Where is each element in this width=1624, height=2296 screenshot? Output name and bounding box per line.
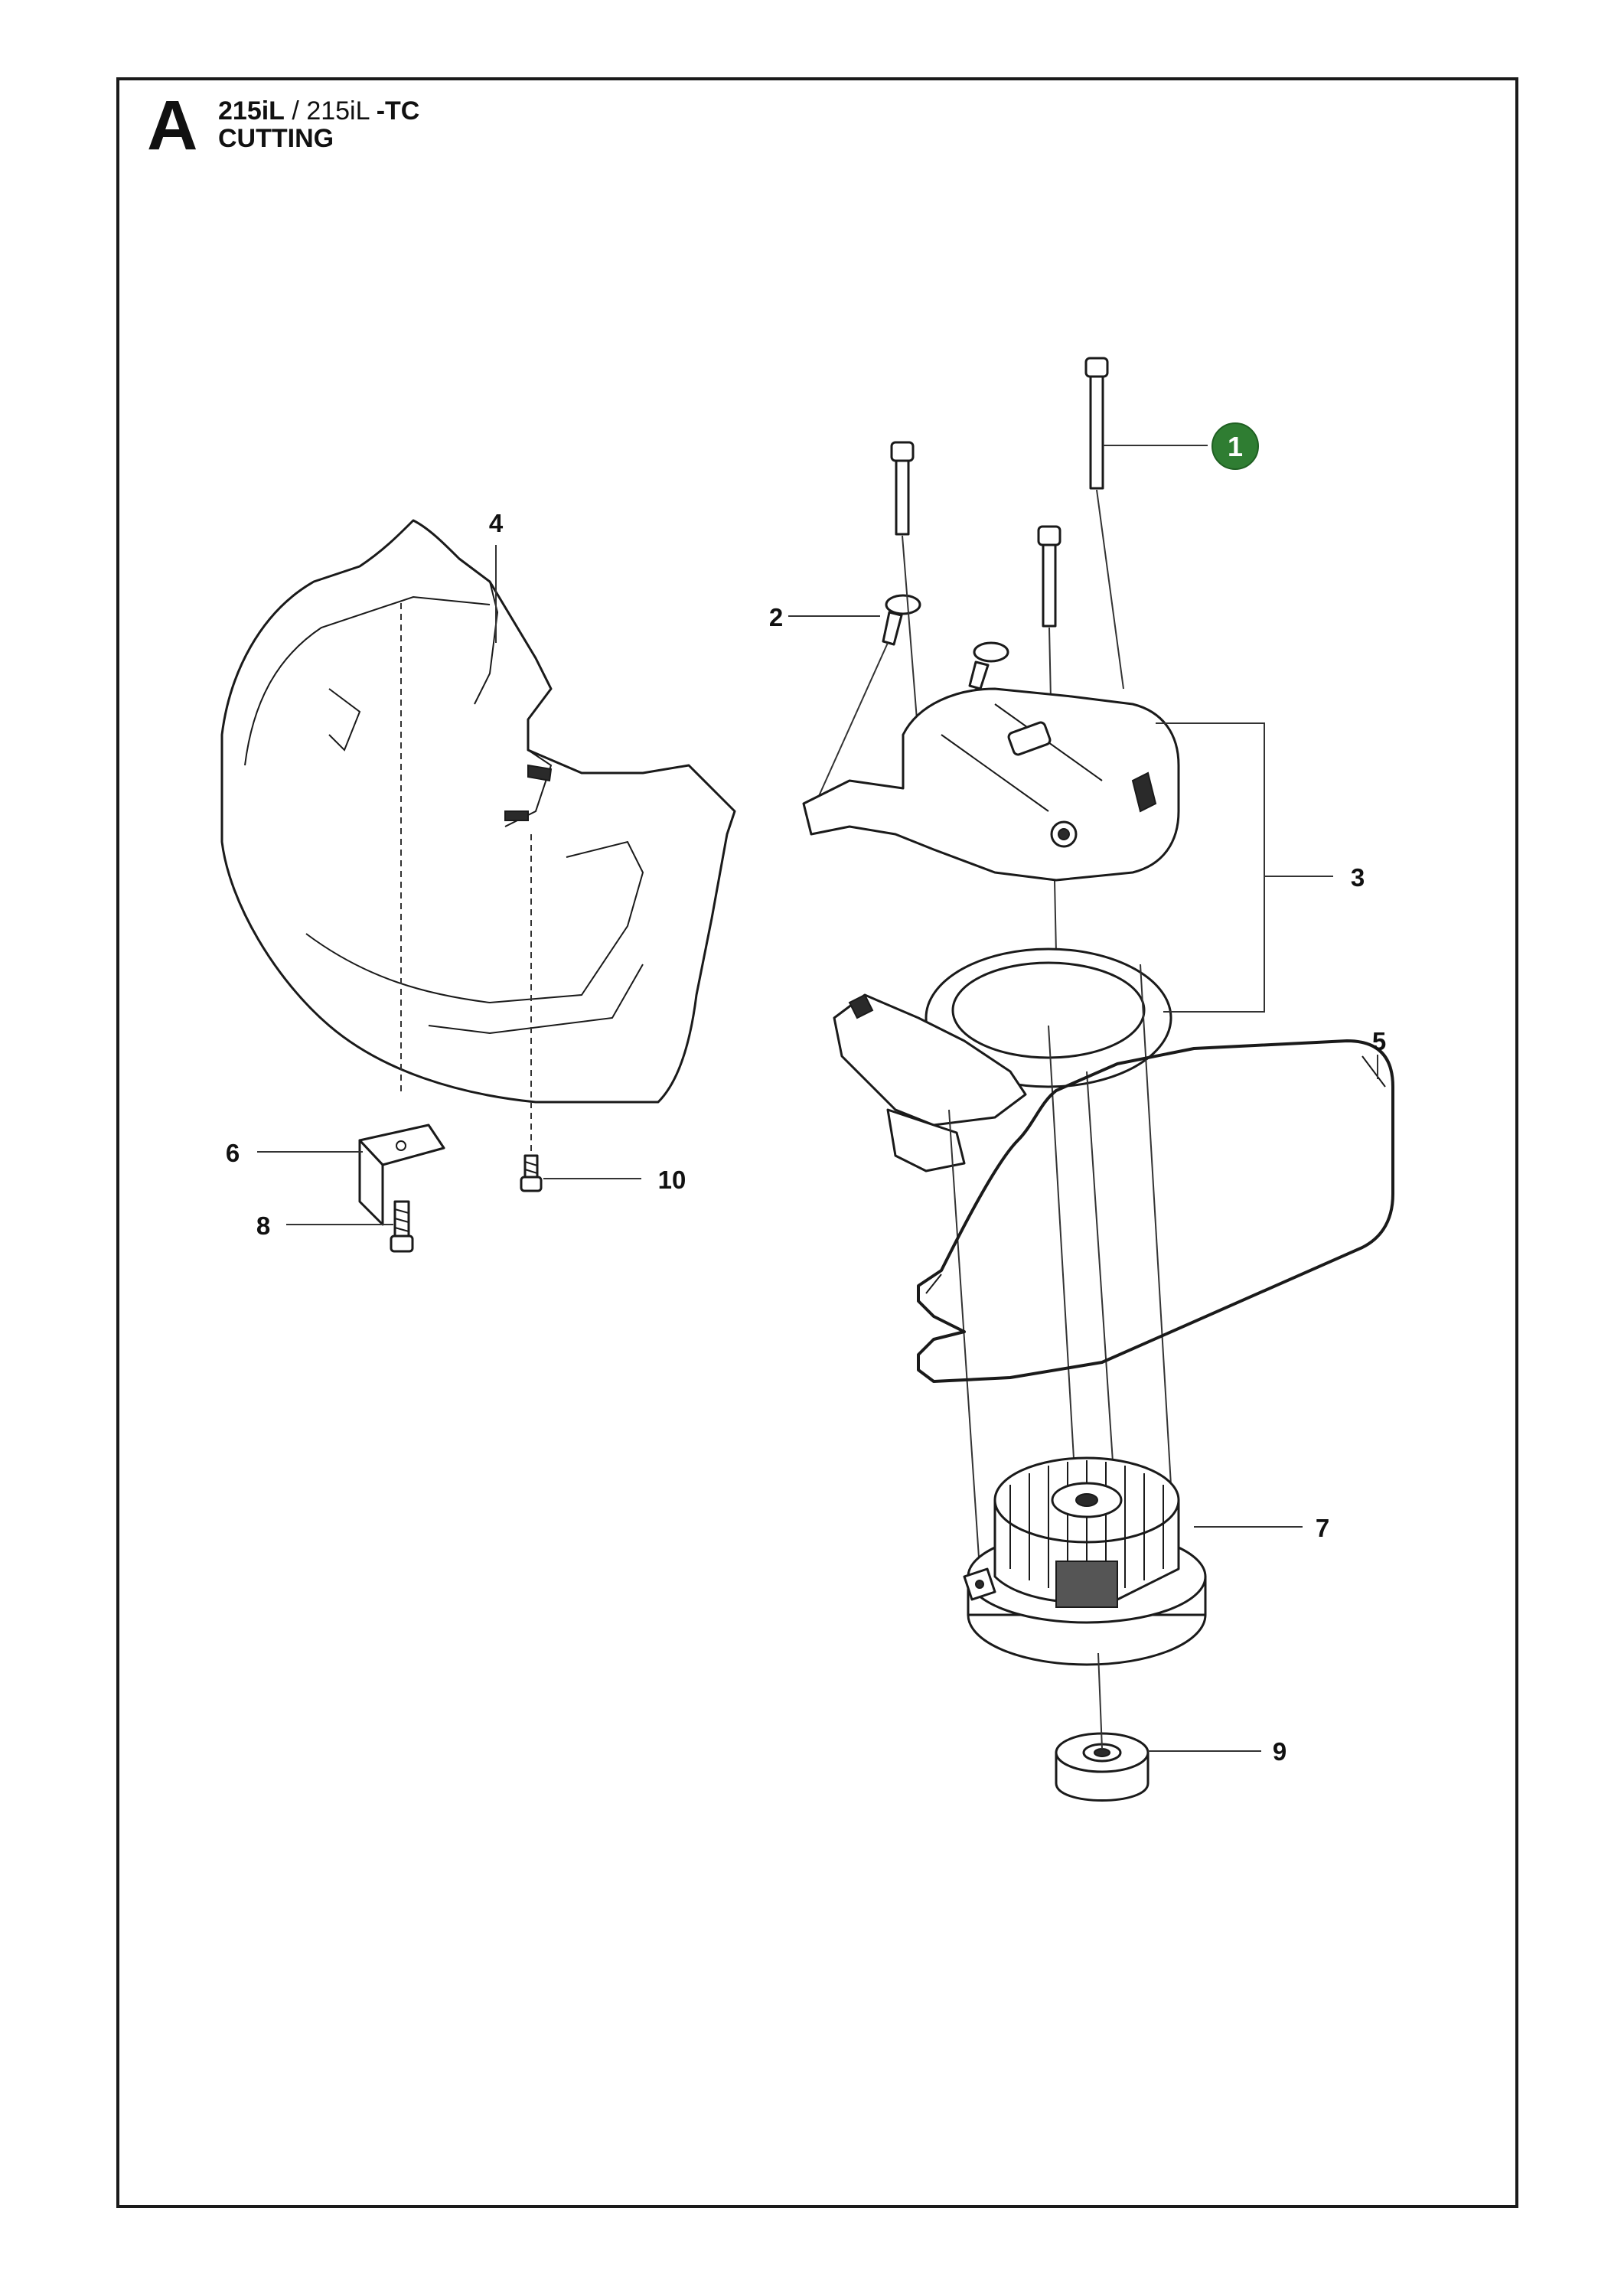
part-8-screw [390, 1200, 414, 1253]
page-frame [116, 77, 1518, 2208]
model-name-bold: 215iL [218, 96, 285, 126]
callout-10-label: 10 [658, 1166, 686, 1194]
model-title: 215iL / 215iL -TC [218, 96, 420, 126]
part-10-screw [520, 1154, 543, 1192]
part-3-housing-lower [833, 947, 1172, 1172]
title-block: 215iL / 215iL -TC CUTTING [218, 96, 420, 153]
part-7-motor [963, 1456, 1207, 1666]
callout-8-label: 8 [256, 1212, 270, 1240]
callout-5-label: 5 [1372, 1027, 1386, 1055]
model-name-regular: 215iL [306, 96, 370, 126]
callout-9-label: 9 [1273, 1737, 1286, 1766]
model-separator: / [292, 96, 299, 126]
part-1-long-screws [890, 357, 1109, 628]
callout-6-label: 6 [226, 1139, 240, 1167]
part-5-gasket [917, 1039, 1394, 1383]
callout-3-label: 3 [1351, 863, 1365, 892]
callout-1-label: 1 [1228, 431, 1243, 462]
callout-2-label: 2 [769, 603, 783, 631]
section-title: CUTTING [218, 123, 334, 153]
part-3-housing-upper [802, 687, 1180, 882]
section-letter: A [147, 86, 198, 165]
callout-7-label: 7 [1316, 1514, 1329, 1542]
part-4-guard [220, 519, 736, 1104]
model-suffix: -TC [376, 96, 420, 126]
callout-4-label: 4 [489, 509, 504, 537]
leader-lines [257, 445, 1378, 1752]
part-2-short-screws [882, 594, 1009, 690]
callout-1-badge [1211, 422, 1259, 470]
part-9-cap [1055, 1732, 1150, 1802]
